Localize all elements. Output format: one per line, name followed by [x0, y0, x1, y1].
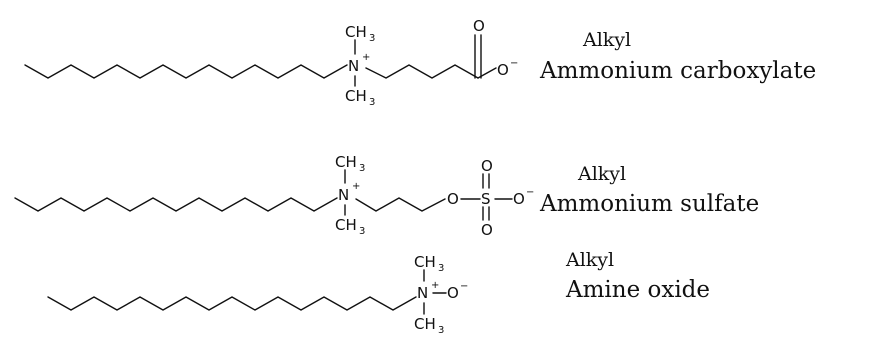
molecule-carboxylate: N + CH 3 CH 3 O O − Alkyl Ammonium carbo… [24, 17, 816, 108]
propyl-linker-sulfate [355, 197, 446, 212]
s-o-top-atom: O [481, 157, 493, 175]
methyl-top-label: CH [345, 23, 367, 41]
alkyl-chain-oxide [47, 296, 417, 311]
caption-oxide-line2: Amine oxide [565, 277, 710, 303]
caption-sulfate-line1: Alkyl [577, 163, 626, 185]
caption-carboxylate-line2: Ammonium carboxylate [539, 58, 816, 84]
s-atom: S [481, 190, 491, 208]
o-minus-charge: − [526, 187, 534, 198]
caption-oxide-line1: Alkyl [565, 249, 614, 271]
alkyl-chain-sulfate [14, 197, 338, 212]
n-atom: N [348, 57, 359, 75]
n-atom: N [417, 284, 428, 302]
methyl-bottom-label: CH [335, 216, 357, 234]
propyl-linker-carboxylate [365, 64, 479, 79]
methyl-top-sub: 3 [369, 33, 375, 44]
methyl-top-sub: 3 [359, 163, 365, 174]
o-minus-charge: − [460, 281, 468, 292]
bond-c-o-minus [477, 67, 497, 79]
alkyl-chain-carboxylate [24, 64, 348, 79]
o-minus-atom: O [513, 190, 525, 208]
molecule-sulfate: N + CH 3 CH 3 O S O O O − Alkyl Ammonium… [14, 153, 759, 239]
s-o-bottom-atom: O [481, 221, 493, 239]
methyl-bottom-label: CH [345, 87, 367, 105]
caption-carboxylate-line1: Alkyl [582, 29, 631, 51]
carbonyl-o-atom: O [473, 17, 485, 35]
o-link-atom: O [447, 190, 459, 208]
methyl-bottom-sub: 3 [438, 325, 444, 336]
methyl-top-label: CH [414, 253, 436, 271]
methyl-top-sub: 3 [438, 263, 444, 274]
molecule-oxide: N + CH 3 CH 3 O − Alkyl Amine oxide [47, 249, 710, 336]
methyl-top-label: CH [335, 153, 357, 171]
methyl-bottom-sub: 3 [369, 97, 375, 108]
methyl-bottom-sub: 3 [359, 226, 365, 237]
n-atom: N [338, 186, 349, 204]
n-charge: + [431, 280, 439, 291]
methyl-bottom-label: CH [414, 315, 436, 333]
n-charge: + [362, 52, 370, 63]
o-minus-atom: O [447, 284, 459, 302]
n-charge: + [352, 181, 360, 192]
o-minus-charge: − [510, 58, 518, 69]
caption-sulfate-line2: Ammonium sulfate [539, 191, 759, 217]
o-minus-atom: O [497, 61, 509, 79]
